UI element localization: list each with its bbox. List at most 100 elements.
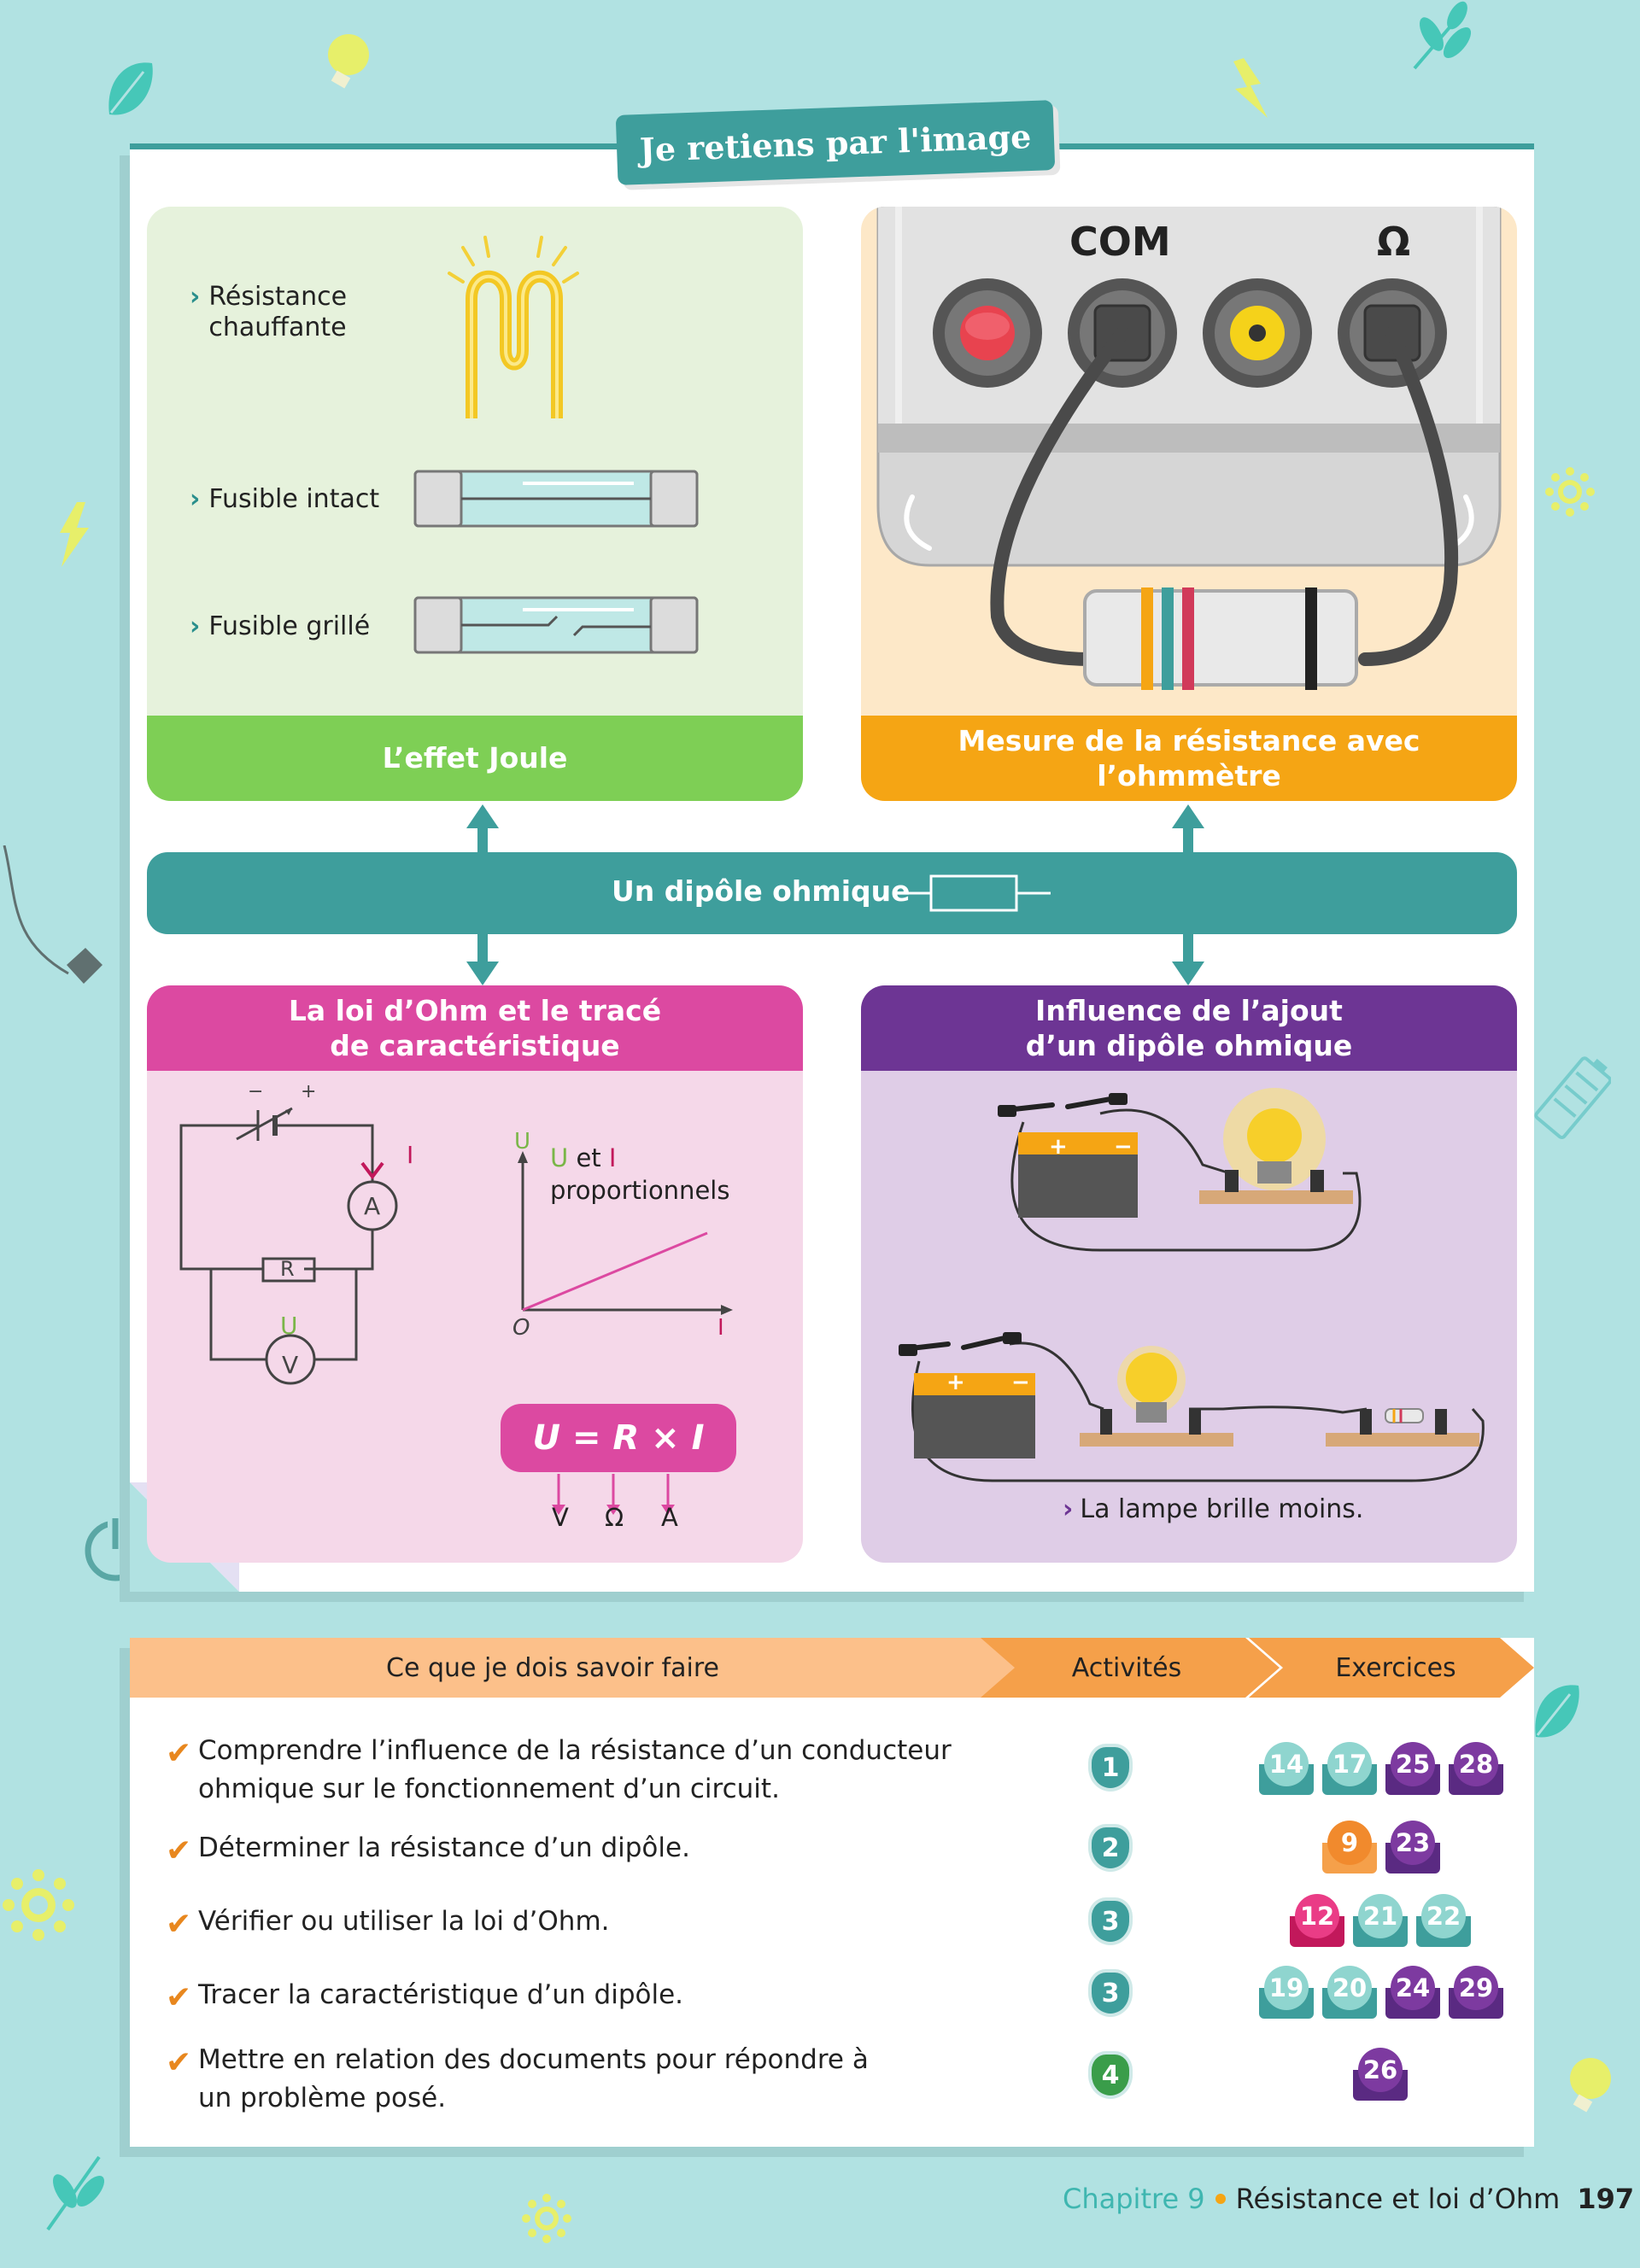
circuit-lamp-only [998,1088,1362,1252]
leaf-icon [108,62,153,115]
lightbulb-icon [1570,2058,1611,2113]
center-bar [147,852,1517,934]
check-icon: ✔ [166,1833,192,1868]
leaf-icon [1535,1685,1579,1738]
skills-header-activites: Activités [1071,1652,1182,1683]
exercise-badge[interactable]: 26 [1353,2048,1408,2101]
circuit-lamp-resistor [899,1332,1485,1482]
exercise-badge[interactable]: 14 [1259,1742,1314,1795]
activity-badge[interactable]: 3 [1088,1897,1133,1945]
exercise-badge[interactable]: 28 [1449,1742,1503,1795]
check-icon: ✔ [166,2045,192,2080]
check-icon: ✔ [166,1980,192,2015]
lightbulb-icon [328,34,369,89]
current-label: I [407,1141,414,1169]
ohm-formula: U = R × I [501,1404,736,1472]
joule-panel: ›Résistance chauffante ›Fusible intact ›… [147,207,803,801]
arrow-down-icon [1172,932,1204,985]
arrow-up-icon [466,804,499,857]
unit-arrows [552,1474,675,1515]
ohm-law-header: La loi d’Ohm et le tracé de caractéristi… [147,985,803,1071]
joule-item-1: ›Résistance chauffante [190,282,348,342]
joule-item-2: ›Fusible intact [190,484,380,514]
sun-icon [3,1869,74,1941]
activity-badge[interactable]: 3 [1088,1969,1133,2017]
battery1-plus: + [1049,1134,1068,1160]
battery1-minus: − [1114,1134,1133,1160]
com-label: COM [1069,219,1171,265]
leaves-icon [46,2155,105,2231]
exercise-badge[interactable]: 12 [1290,1894,1344,1947]
characteristic-graph [518,1151,733,1315]
arrow-down-icon [466,932,499,985]
voltage-label: U [280,1312,298,1340]
skill-row: ✔Déterminer la résistance d’un dipôle. [166,1829,690,1868]
ohmmeter-panel: COM Ω Mesure de la résistance avec l’ohm… [861,207,1517,801]
battery2-plus: + [946,1370,965,1395]
influence-header-line2: d’un dipôle ohmique [1025,1029,1353,1062]
arrow-up-icon [1172,804,1204,857]
skills-header-savoir: Ce que je dois savoir faire [386,1652,719,1683]
activity-badge[interactable]: 4 [1088,2051,1133,2099]
lamp-note: ›La lampe brille moins. [1063,1494,1364,1524]
axis-origin-label: O [512,1315,530,1341]
battery-minus-label: − [248,1081,264,1102]
fuse-blown-icon [413,596,699,654]
voltmeter-label: V [282,1351,299,1379]
ammeter-label: A [364,1192,381,1220]
lightning-icon [1233,58,1268,118]
axis-u-label: U [514,1129,531,1154]
footer-dot [1215,2194,1226,2204]
page-footer: Chapitre 9 Résistance et loi d’Ohm 197 [1063,2183,1634,2215]
ohm-label: Ω [1377,219,1411,265]
exercise-badge[interactable]: 19 [1259,1966,1314,2019]
joule-item-3: ›Fusible grillé [190,611,371,641]
multimeter-illustration [876,207,1502,690]
exercise-badge[interactable]: 22 [1416,1894,1471,1947]
fuse-intact-icon [413,470,699,528]
footer-chapter: Chapitre 9 [1063,2183,1205,2215]
exercise-badge[interactable]: 17 [1322,1742,1377,1795]
skills-table [130,1638,1534,2147]
exercise-badge[interactable]: 25 [1385,1742,1440,1795]
plug-icon [3,845,102,984]
joule-bar: L’effet Joule [147,716,803,801]
skill-row: ✔Vérifier ou utiliser la loi d’Ohm. [166,1903,610,1942]
unit-ohm: Ω [605,1503,624,1532]
page-number: 197 [1577,2183,1635,2215]
exercise-badge[interactable]: 24 [1385,1966,1440,2019]
battery-icon [1534,1056,1611,1139]
activity-badge[interactable]: 2 [1088,1824,1133,1872]
center-title: Un dipôle ohmique [612,874,911,908]
ohm-law-header-line1: La loi d’Ohm et le tracé [288,993,662,1027]
battery-plus-label: + [301,1081,317,1102]
check-icon: ✔ [166,1907,192,1942]
unit-ampere: A [661,1503,678,1532]
skill-row: ✔Comprendre l’influence de la résistance… [166,1732,952,1809]
exercise-badge[interactable]: 9 [1322,1821,1377,1873]
ohmmeter-bar: Mesure de la résistance avec l’ohmmètre [861,716,1517,801]
exercise-badge[interactable]: 23 [1385,1821,1440,1873]
heating-resistor-icon [448,236,579,418]
sun-icon [522,2194,571,2243]
exercise-badge[interactable]: 21 [1353,1894,1408,1947]
influence-panel: Influence de l’ajout d’un dipôle ohmique… [861,985,1517,1563]
power-icon [85,1515,146,1581]
proportional-text: U et I proportionnels [550,1143,730,1205]
exercise-badge[interactable]: 20 [1322,1966,1377,2019]
exercise-badge[interactable]: 29 [1449,1966,1503,2019]
ohm-law-panel: La loi d’Ohm et le tracé de caractéristi… [147,985,803,1563]
influence-header: Influence de l’ajout d’un dipôle ohmique [861,985,1517,1071]
skills-header-exercices: Exercices [1335,1652,1456,1683]
unit-volt: V [552,1503,569,1532]
axis-i-label: I [718,1315,724,1341]
footer-title: Résistance et loi d’Ohm [1235,2183,1561,2215]
leaves-icon [1413,1,1472,70]
skill-row: ✔Tracer la caractéristique d’un dipôle. [166,1976,683,2015]
resistor-symbol-icon [900,874,1051,912]
skill-row: ✔Mettre en relation des documents pour r… [166,2041,869,2118]
lightning-icon [60,502,89,567]
check-icon: ✔ [166,1736,192,1771]
activity-badge[interactable]: 1 [1088,1744,1133,1792]
influence-header-line1: Influence de l’ajout [1035,993,1343,1027]
